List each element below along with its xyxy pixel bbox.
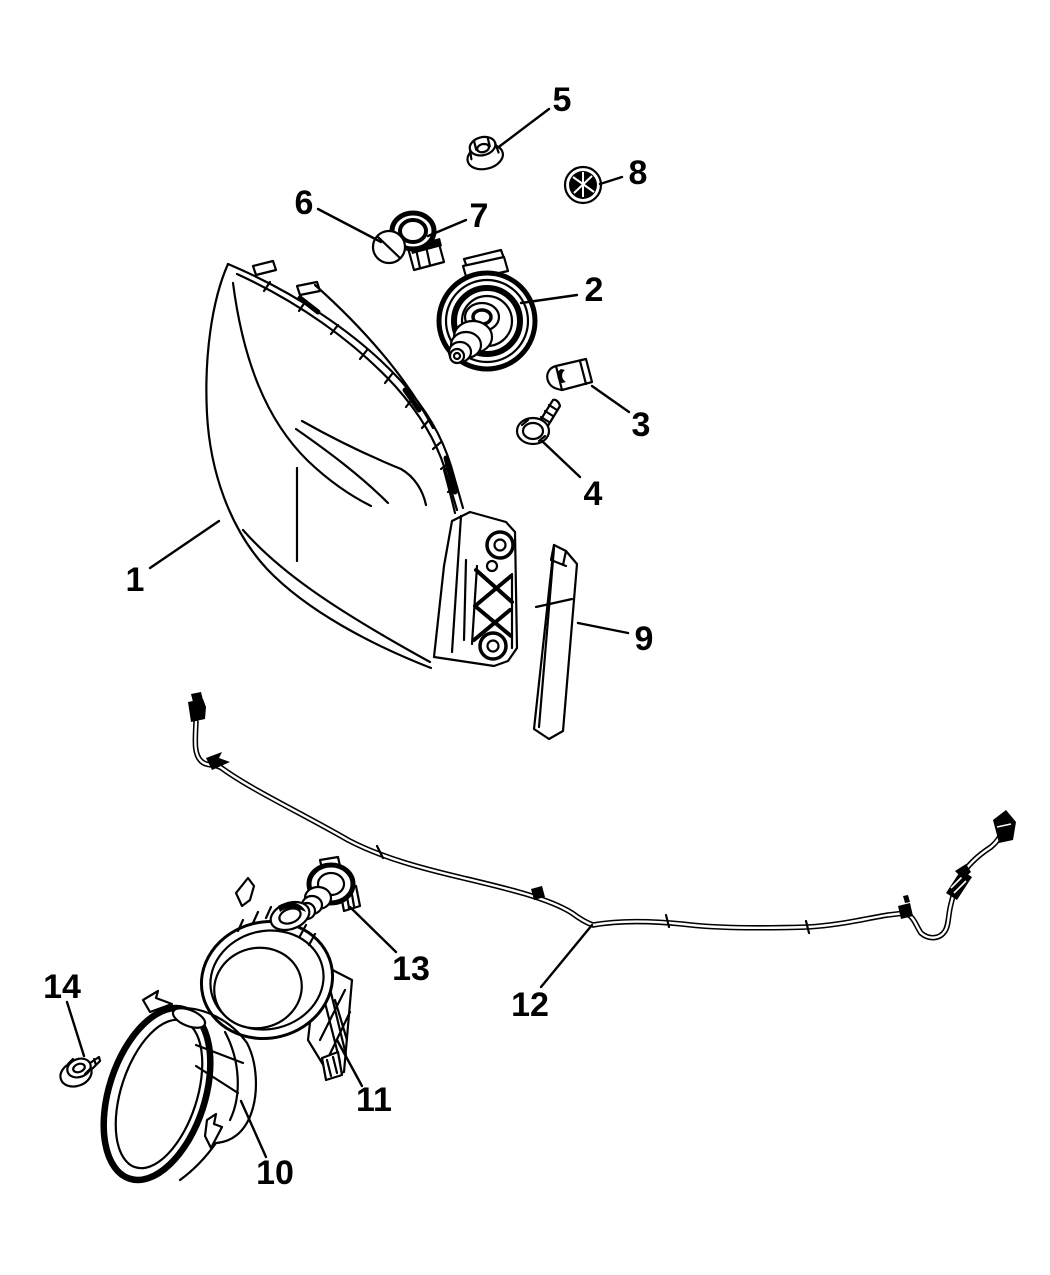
part-fog-lamp-screw (59, 1055, 102, 1088)
part-mounting-screw (515, 398, 562, 446)
callout-12: 12 (511, 923, 594, 1024)
callout-number-8: 8 (629, 154, 648, 192)
band-hatching (262, 280, 458, 495)
part-wiring-harness (188, 692, 1016, 941)
callout-number-7: 7 (470, 197, 489, 235)
part-retaining-clip (546, 357, 594, 392)
harness-clip (898, 895, 913, 919)
part-mounting-nut (466, 135, 505, 171)
callout-number-9: 9 (635, 620, 654, 658)
part-park-turn-bulb (371, 229, 407, 265)
harness-clip (206, 752, 230, 770)
callout-number-2: 2 (585, 271, 604, 309)
harness-clip (531, 886, 545, 900)
callout-10: 10 (239, 1099, 294, 1192)
callout-2: 2 (519, 271, 604, 309)
callout-11: 11 (335, 1038, 392, 1119)
callout-number-3: 3 (632, 406, 651, 444)
callout-number-12: 12 (511, 986, 549, 1024)
callout-number-10: 10 (256, 1154, 294, 1192)
part-grommet (563, 165, 603, 205)
callout-14: 14 (43, 968, 86, 1058)
part-fog-lamp (199, 876, 354, 1082)
harness-connector-right (993, 810, 1016, 843)
callout-number-1: 1 (126, 561, 145, 599)
callout-5: 5 (498, 81, 572, 148)
callout-number-11: 11 (356, 1081, 392, 1119)
callout-4: 4 (540, 439, 603, 513)
callout-number-5: 5 (553, 81, 572, 119)
callout-number-14: 14 (43, 968, 81, 1006)
part-trim-strip (532, 543, 579, 741)
callout-number-6: 6 (295, 184, 314, 222)
callout-number-13: 13 (392, 950, 430, 988)
callouts: 1 2 3 4 5 6 7 8 (43, 81, 653, 1192)
callout-6: 6 (295, 184, 383, 244)
part-fog-lamp-shroud (100, 989, 258, 1184)
callout-8: 8 (598, 154, 648, 192)
harness-connector-left (188, 692, 206, 722)
fog-lamp-socket-hole (269, 900, 311, 932)
part-headlamp-assembly (205, 248, 519, 670)
callout-1: 1 (126, 519, 221, 599)
part-headlamp-bulb-unit (436, 255, 538, 372)
callout-3: 3 (590, 384, 651, 444)
callout-9: 9 (576, 620, 654, 658)
callout-number-4: 4 (584, 475, 603, 513)
harness-grommet (946, 864, 972, 900)
callout-7: 7 (426, 197, 489, 238)
headlamp-mounting-bracket (432, 510, 519, 668)
callout-13: 13 (348, 905, 430, 988)
